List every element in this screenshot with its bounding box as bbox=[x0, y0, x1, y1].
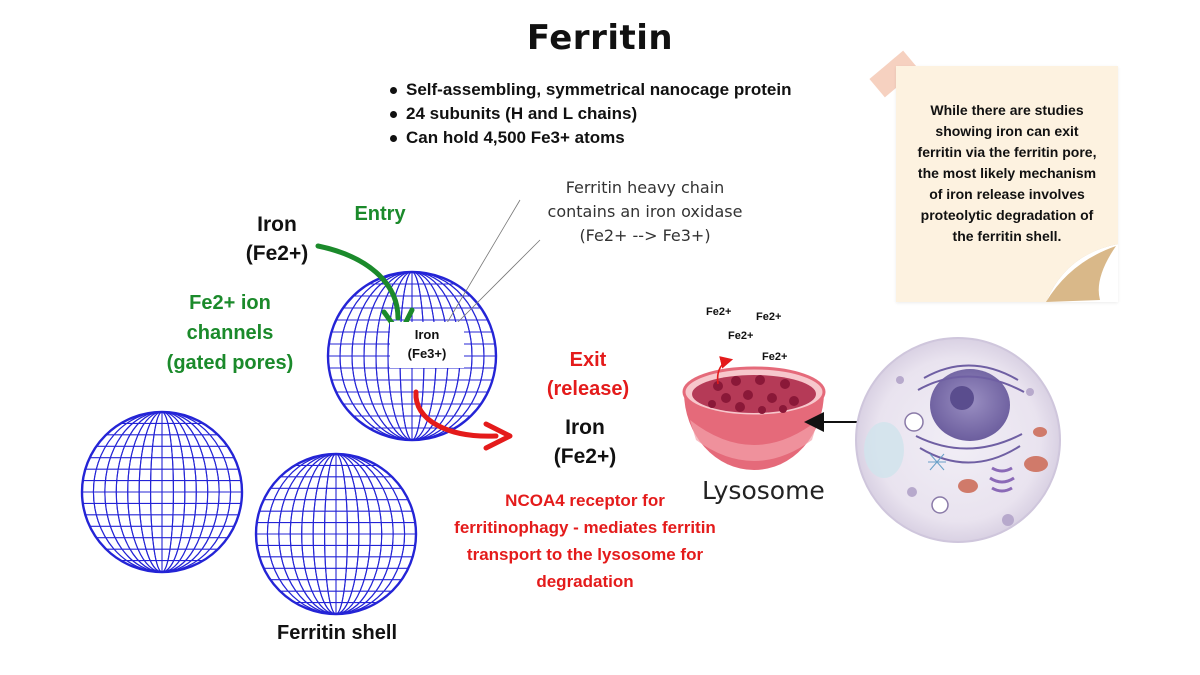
page-title: Ferritin bbox=[526, 18, 674, 58]
ion-channels-label: Fe2+ ion channels (gated pores) bbox=[140, 288, 320, 378]
exit-line1: Exit bbox=[569, 349, 607, 371]
note-line: proteolytic degradation of bbox=[920, 207, 1094, 223]
ferritin-shell-label: Ferritin shell bbox=[276, 622, 398, 644]
heavy-chain-line1: Ferritin heavy chain bbox=[565, 178, 725, 197]
lysosome-icon bbox=[682, 356, 826, 470]
ferritin-shell-right-icon bbox=[254, 452, 418, 616]
ncoa4-line2: ferritinophagy - mediates ferritin bbox=[454, 518, 716, 537]
ferritin-shell-left-icon bbox=[80, 410, 244, 574]
note-line: of iron release involves bbox=[929, 186, 1085, 202]
iron-inside-line2: (Fe3+) bbox=[407, 346, 447, 361]
bullet-item: 24 subunits (H and L chains) bbox=[388, 102, 791, 126]
bullet-item: Self-assembling, symmetrical nanocage pr… bbox=[388, 78, 791, 102]
lysosome-label: Lysosome bbox=[702, 476, 825, 505]
ncoa4-line1: NCOA4 receptor for bbox=[505, 491, 665, 510]
cell-icon bbox=[855, 337, 1061, 543]
tape-icon bbox=[869, 50, 919, 98]
ncoa4-line3: transport to the lysosome for bbox=[466, 545, 704, 564]
note-line: the most likely mechanism bbox=[917, 165, 1097, 181]
entry-arrow-icon bbox=[315, 243, 401, 321]
iron-release-line1: Iron bbox=[565, 416, 605, 439]
note-line: While there are studies bbox=[930, 102, 1084, 118]
note-text: While there are studies showing iron can… bbox=[904, 100, 1110, 247]
ncoa4-label: NCOA4 receptor for ferritinophagy - medi… bbox=[420, 487, 750, 595]
exit-line2: (release) bbox=[546, 378, 630, 400]
bullet-list: Self-assembling, symmetrical nanocage pr… bbox=[388, 78, 791, 150]
fe-ion-label: Fe2+ bbox=[706, 306, 732, 318]
note-line: the ferritin shell. bbox=[952, 228, 1062, 244]
iron-entry-label: Iron (Fe2+) bbox=[222, 210, 332, 268]
heavy-chain-line3: (Fe2+ --> Fe3+) bbox=[579, 226, 711, 245]
exit-arrow-icon bbox=[413, 389, 499, 439]
leader-line-1 bbox=[443, 199, 521, 329]
leader-line-2 bbox=[446, 239, 541, 334]
iron-entry-line1: Iron bbox=[257, 213, 297, 236]
iron-release-label: Iron (Fe2+) bbox=[535, 413, 635, 471]
exit-arrowhead-icon bbox=[483, 421, 513, 451]
heavy-chain-line2: contains an iron oxidase bbox=[547, 202, 743, 221]
exit-label: Exit (release) bbox=[528, 346, 648, 404]
fe-ion-label: Fe2+ bbox=[756, 311, 782, 323]
fe-ion-label: Fe2+ bbox=[762, 351, 788, 363]
heavy-chain-label: Ferritin heavy chain contains an iron ox… bbox=[525, 176, 765, 248]
note-line: ferritin via the ferritin pore, bbox=[917, 144, 1097, 160]
iron-inside-line1: Iron bbox=[414, 327, 440, 342]
bullet-item: Can hold 4,500 Fe3+ atoms bbox=[388, 126, 791, 150]
iron-entry-line2: (Fe2+) bbox=[245, 242, 309, 265]
ncoa4-line4: degradation bbox=[536, 572, 634, 591]
channels-line2: channels bbox=[186, 322, 274, 344]
fe-ion-label: Fe2+ bbox=[728, 330, 754, 342]
iron-release-line2: (Fe2+) bbox=[553, 445, 617, 468]
channels-line1: Fe2+ ion bbox=[189, 292, 271, 314]
channels-line3: (gated pores) bbox=[166, 352, 294, 374]
entry-label: Entry bbox=[354, 203, 406, 225]
iron-inside-label: Iron (Fe3+) bbox=[390, 322, 464, 368]
note-line: showing iron can exit bbox=[935, 123, 1079, 139]
